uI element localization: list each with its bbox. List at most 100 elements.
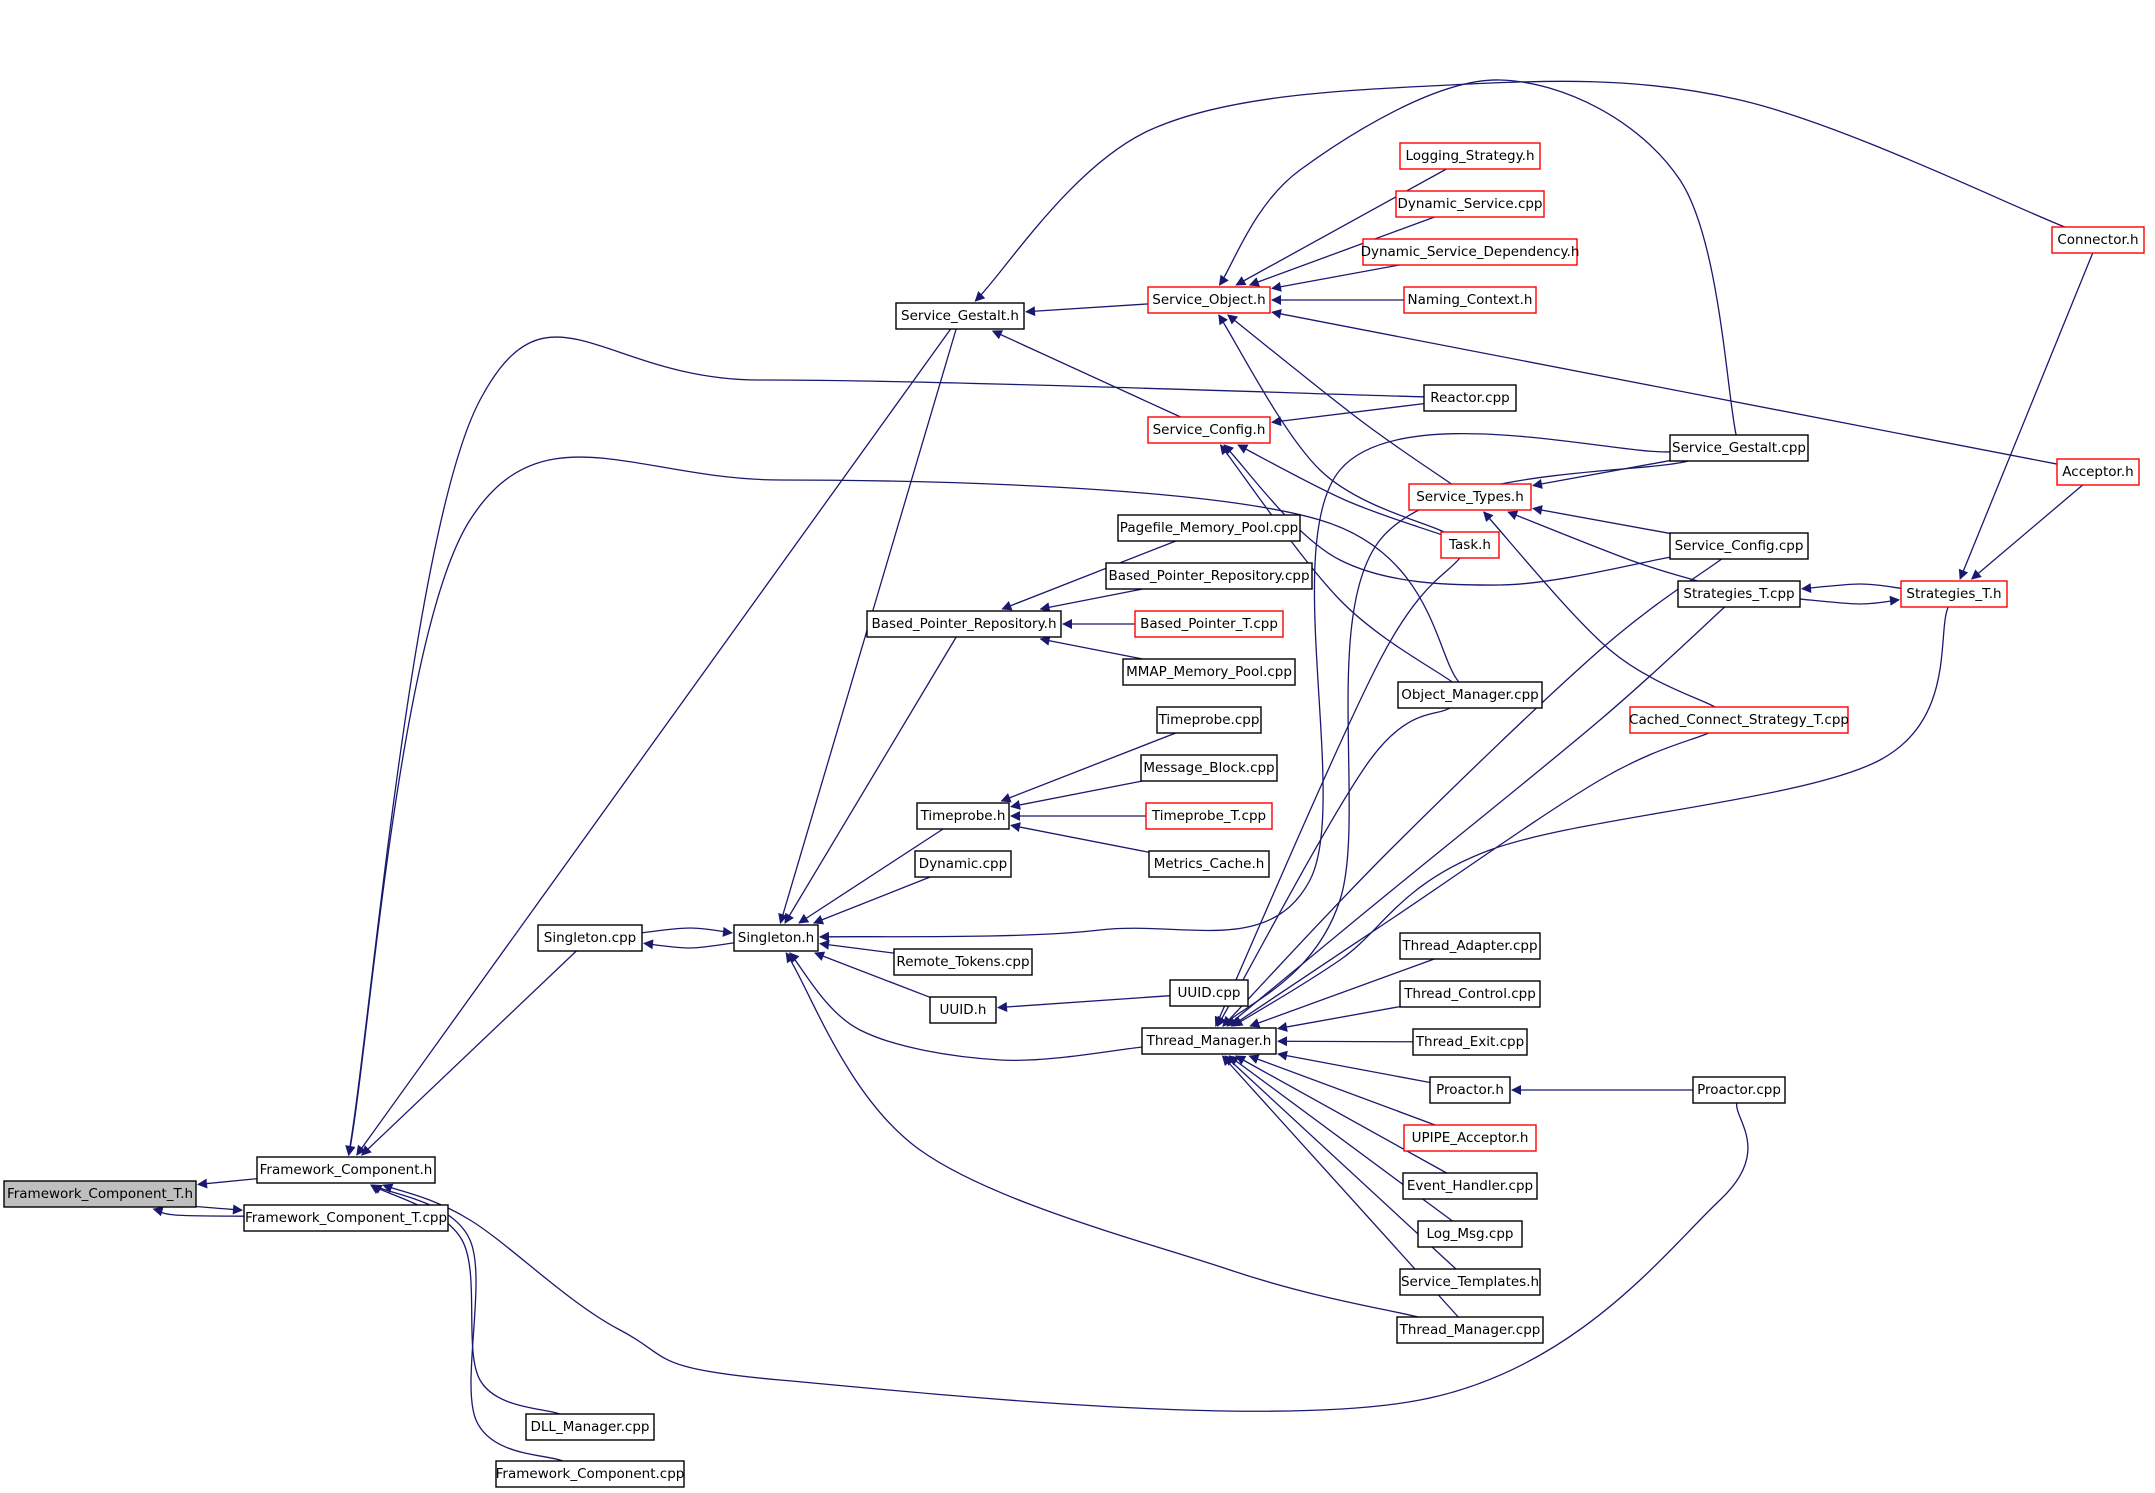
node-message_block[interactable]: Message_Block.cpp bbox=[1140, 754, 1278, 782]
node-metrics_cache[interactable]: Metrics_Cache.h bbox=[1148, 850, 1270, 878]
node-box-service_templates[interactable] bbox=[1399, 1268, 1541, 1296]
node-uuid_cpp[interactable]: UUID.cpp bbox=[1169, 979, 1249, 1007]
node-fct_cpp[interactable]: Framework_Component_T.cpp bbox=[243, 1204, 449, 1232]
node-event_handler[interactable]: Event_Handler.cpp bbox=[1402, 1172, 1538, 1200]
node-box-proactor_cpp[interactable] bbox=[1692, 1076, 1786, 1104]
node-box-ccs_t_cpp[interactable] bbox=[1629, 706, 1849, 734]
node-service_config_cpp[interactable]: Service_Config.cpp bbox=[1669, 532, 1809, 560]
node-fc_cpp[interactable]: Framework_Component.cpp bbox=[495, 1460, 685, 1488]
node-box-reactor_cpp[interactable] bbox=[1423, 384, 1517, 412]
node-service_types_h[interactable]: Service_Types.h bbox=[1408, 483, 1532, 511]
node-box-singleton_cpp[interactable] bbox=[537, 924, 643, 952]
node-thread_manager_cpp[interactable]: Thread_Manager.cpp bbox=[1396, 1316, 1544, 1344]
node-timeprobe_cpp[interactable]: Timeprobe.cpp bbox=[1156, 706, 1262, 734]
node-box-metrics_cache[interactable] bbox=[1148, 850, 1270, 878]
node-box-remote_tokens[interactable] bbox=[893, 948, 1033, 976]
node-box-bpt_cpp[interactable] bbox=[1134, 610, 1284, 638]
node-box-service_types_h[interactable] bbox=[1408, 483, 1532, 511]
node-task_h[interactable]: Task.h bbox=[1440, 531, 1500, 559]
node-service_config_h[interactable]: Service_Config.h bbox=[1147, 416, 1271, 444]
node-box-connector_h[interactable] bbox=[2051, 226, 2145, 254]
node-box-uuid_h[interactable] bbox=[929, 996, 997, 1024]
node-fct_h[interactable]: Framework_Component_T.h bbox=[3, 1180, 197, 1208]
node-box-thread_exit[interactable] bbox=[1412, 1028, 1528, 1056]
node-service_templates[interactable]: Service_Templates.h bbox=[1399, 1268, 1541, 1296]
node-box-dsd_h[interactable] bbox=[1362, 238, 1578, 266]
node-box-service_gestalt_h[interactable] bbox=[895, 302, 1025, 330]
node-box-service_object_h[interactable] bbox=[1147, 286, 1271, 314]
node-box-object_manager[interactable] bbox=[1397, 681, 1543, 709]
node-box-timeprobe_t[interactable] bbox=[1145, 802, 1273, 830]
node-box-event_handler[interactable] bbox=[1402, 1172, 1538, 1200]
node-box-fct_cpp[interactable] bbox=[243, 1204, 449, 1232]
node-log_msg[interactable]: Log_Msg.cpp bbox=[1417, 1220, 1523, 1248]
node-acceptor_h[interactable]: Acceptor.h bbox=[2056, 458, 2140, 486]
node-box-upipe_acceptor[interactable] bbox=[1403, 1124, 1537, 1152]
node-ccs_t_cpp[interactable]: Cached_Connect_Strategy_T.cpp bbox=[1629, 706, 1849, 734]
node-thread_manager_h[interactable]: Thread_Manager.h bbox=[1141, 1027, 1277, 1055]
node-thread_adapter[interactable]: Thread_Adapter.cpp bbox=[1399, 932, 1541, 960]
node-proactor_cpp[interactable]: Proactor.cpp bbox=[1692, 1076, 1786, 1104]
node-object_manager[interactable]: Object_Manager.cpp bbox=[1397, 681, 1543, 709]
node-box-timeprobe_cpp[interactable] bbox=[1156, 706, 1262, 734]
node-strategies_t_h[interactable]: Strategies_T.h bbox=[1900, 580, 2008, 608]
node-box-thread_adapter[interactable] bbox=[1399, 932, 1541, 960]
node-thread_control[interactable]: Thread_Control.cpp bbox=[1399, 980, 1541, 1008]
node-box-strategies_t_h[interactable] bbox=[1900, 580, 2008, 608]
node-dynamic_service[interactable]: Dynamic_Service.cpp bbox=[1395, 190, 1545, 218]
node-uuid_h[interactable]: UUID.h bbox=[929, 996, 997, 1024]
node-box-dynamic_service[interactable] bbox=[1395, 190, 1545, 218]
node-logging_strategy[interactable]: Logging_Strategy.h bbox=[1399, 142, 1541, 170]
node-box-service_config_h[interactable] bbox=[1147, 416, 1271, 444]
node-singleton_h[interactable]: Singleton.h bbox=[733, 924, 819, 952]
node-box-proactor_h[interactable] bbox=[1429, 1076, 1511, 1104]
node-box-fc_h[interactable] bbox=[256, 1156, 436, 1184]
node-fc_h[interactable]: Framework_Component.h bbox=[256, 1156, 436, 1184]
node-bpt_cpp[interactable]: Based_Pointer_T.cpp bbox=[1134, 610, 1284, 638]
node-box-service_gestalt_cpp[interactable] bbox=[1669, 434, 1809, 462]
node-box-dynamic_cpp[interactable] bbox=[914, 850, 1012, 878]
node-dsd_h[interactable]: Dynamic_Service_Dependency.h bbox=[1361, 238, 1580, 266]
node-service_object_h[interactable]: Service_Object.h bbox=[1147, 286, 1271, 314]
node-box-fct_h[interactable] bbox=[3, 1180, 197, 1208]
node-box-thread_control[interactable] bbox=[1399, 980, 1541, 1008]
node-remote_tokens[interactable]: Remote_Tokens.cpp bbox=[893, 948, 1033, 976]
node-thread_exit[interactable]: Thread_Exit.cpp bbox=[1412, 1028, 1528, 1056]
node-box-thread_manager_cpp[interactable] bbox=[1396, 1316, 1544, 1344]
node-mmap_cpp[interactable]: MMAP_Memory_Pool.cpp bbox=[1122, 658, 1296, 686]
node-box-acceptor_h[interactable] bbox=[2056, 458, 2140, 486]
node-box-log_msg[interactable] bbox=[1417, 1220, 1523, 1248]
node-box-strategies_t_cpp[interactable] bbox=[1677, 580, 1801, 608]
node-timeprobe_t[interactable]: Timeprobe_T.cpp bbox=[1145, 802, 1273, 830]
node-naming_context[interactable]: Naming_Context.h bbox=[1403, 286, 1537, 314]
node-dynamic_cpp[interactable]: Dynamic.cpp bbox=[914, 850, 1012, 878]
node-box-pmp_cpp[interactable] bbox=[1117, 514, 1301, 542]
node-reactor_cpp[interactable]: Reactor.cpp bbox=[1423, 384, 1517, 412]
node-box-bpr_h[interactable] bbox=[866, 610, 1062, 638]
node-connector_h[interactable]: Connector.h bbox=[2051, 226, 2145, 254]
node-dll_manager[interactable]: DLL_Manager.cpp bbox=[525, 1413, 655, 1441]
node-bpr_h[interactable]: Based_Pointer_Repository.h bbox=[866, 610, 1062, 638]
node-bpr_cpp[interactable]: Based_Pointer_Repository.cpp bbox=[1105, 562, 1313, 590]
node-box-bpr_cpp[interactable] bbox=[1105, 562, 1313, 590]
node-box-uuid_cpp[interactable] bbox=[1169, 979, 1249, 1007]
node-timeprobe_h[interactable]: Timeprobe.h bbox=[916, 802, 1010, 830]
node-service_gestalt_cpp[interactable]: Service_Gestalt.cpp bbox=[1669, 434, 1809, 462]
node-box-thread_manager_h[interactable] bbox=[1141, 1027, 1277, 1055]
node-singleton_cpp[interactable]: Singleton.cpp bbox=[537, 924, 643, 952]
node-proactor_h[interactable]: Proactor.h bbox=[1429, 1076, 1511, 1104]
node-pmp_cpp[interactable]: Pagefile_Memory_Pool.cpp bbox=[1117, 514, 1301, 542]
node-service_gestalt_h[interactable]: Service_Gestalt.h bbox=[895, 302, 1025, 330]
node-box-logging_strategy[interactable] bbox=[1399, 142, 1541, 170]
node-box-service_config_cpp[interactable] bbox=[1669, 532, 1809, 560]
node-box-naming_context[interactable] bbox=[1403, 286, 1537, 314]
node-box-timeprobe_h[interactable] bbox=[916, 802, 1010, 830]
node-box-singleton_h[interactable] bbox=[733, 924, 819, 952]
node-box-task_h[interactable] bbox=[1440, 531, 1500, 559]
node-box-message_block[interactable] bbox=[1140, 754, 1278, 782]
node-box-fc_cpp[interactable] bbox=[495, 1460, 685, 1488]
node-upipe_acceptor[interactable]: UPIPE_Acceptor.h bbox=[1403, 1124, 1537, 1152]
node-strategies_t_cpp[interactable]: Strategies_T.cpp bbox=[1677, 580, 1801, 608]
node-box-mmap_cpp[interactable] bbox=[1122, 658, 1296, 686]
node-box-dll_manager[interactable] bbox=[525, 1413, 655, 1441]
